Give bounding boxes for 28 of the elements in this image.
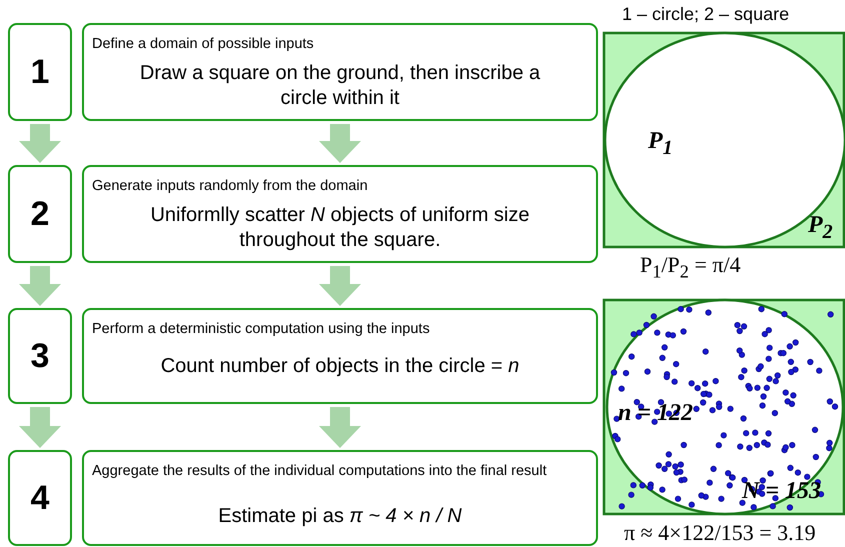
step-box — [82, 23, 598, 121]
step-number-box: 1 — [8, 23, 72, 121]
step-description: Uniformlly scatter N objects of uniform size throughout the square. — [149, 203, 530, 253]
step-heading: Aggregate the results of the individual computations into the final result — [92, 464, 548, 478]
count-label: n = 122 — [618, 400, 694, 427]
step-number-box: 3 — [8, 308, 72, 404]
step-heading: Perform a deterministic computation using the inputs — [92, 322, 431, 336]
panel-title: 1 – circle; 2 – square — [622, 4, 790, 25]
block-arrow — [19, 407, 61, 448]
step-number-box: 4 — [8, 450, 72, 546]
block-arrow — [319, 407, 361, 448]
step-box — [82, 165, 598, 263]
block-arrow — [19, 124, 61, 163]
step-box — [82, 308, 598, 404]
pi-estimate-formula: π ≈ 4×122/153 = 3.19 — [624, 520, 816, 546]
step-description: Count number of objects in the circle = n — [160, 354, 520, 379]
step-heading: Define a domain of possible inputs — [92, 37, 315, 52]
step-description: Draw a square on the ground, then inscribe a circle within it — [138, 61, 542, 111]
step-box — [82, 450, 598, 546]
block-arrow — [19, 266, 61, 306]
step-description: Estimate pi as π ~ 4 × n / N — [217, 504, 463, 529]
step-heading: Generate inputs randomly from the domain — [92, 179, 369, 194]
block-arrow — [319, 266, 361, 306]
region-label: P$_{1}$ — [648, 128, 673, 160]
region-label: P$_{2}$ — [808, 212, 833, 244]
block-arrow — [319, 124, 361, 163]
step-number-box: 2 — [8, 165, 72, 263]
ratio-formula: P$_{1}$/P$_{2}$ = π/4 — [640, 252, 741, 282]
